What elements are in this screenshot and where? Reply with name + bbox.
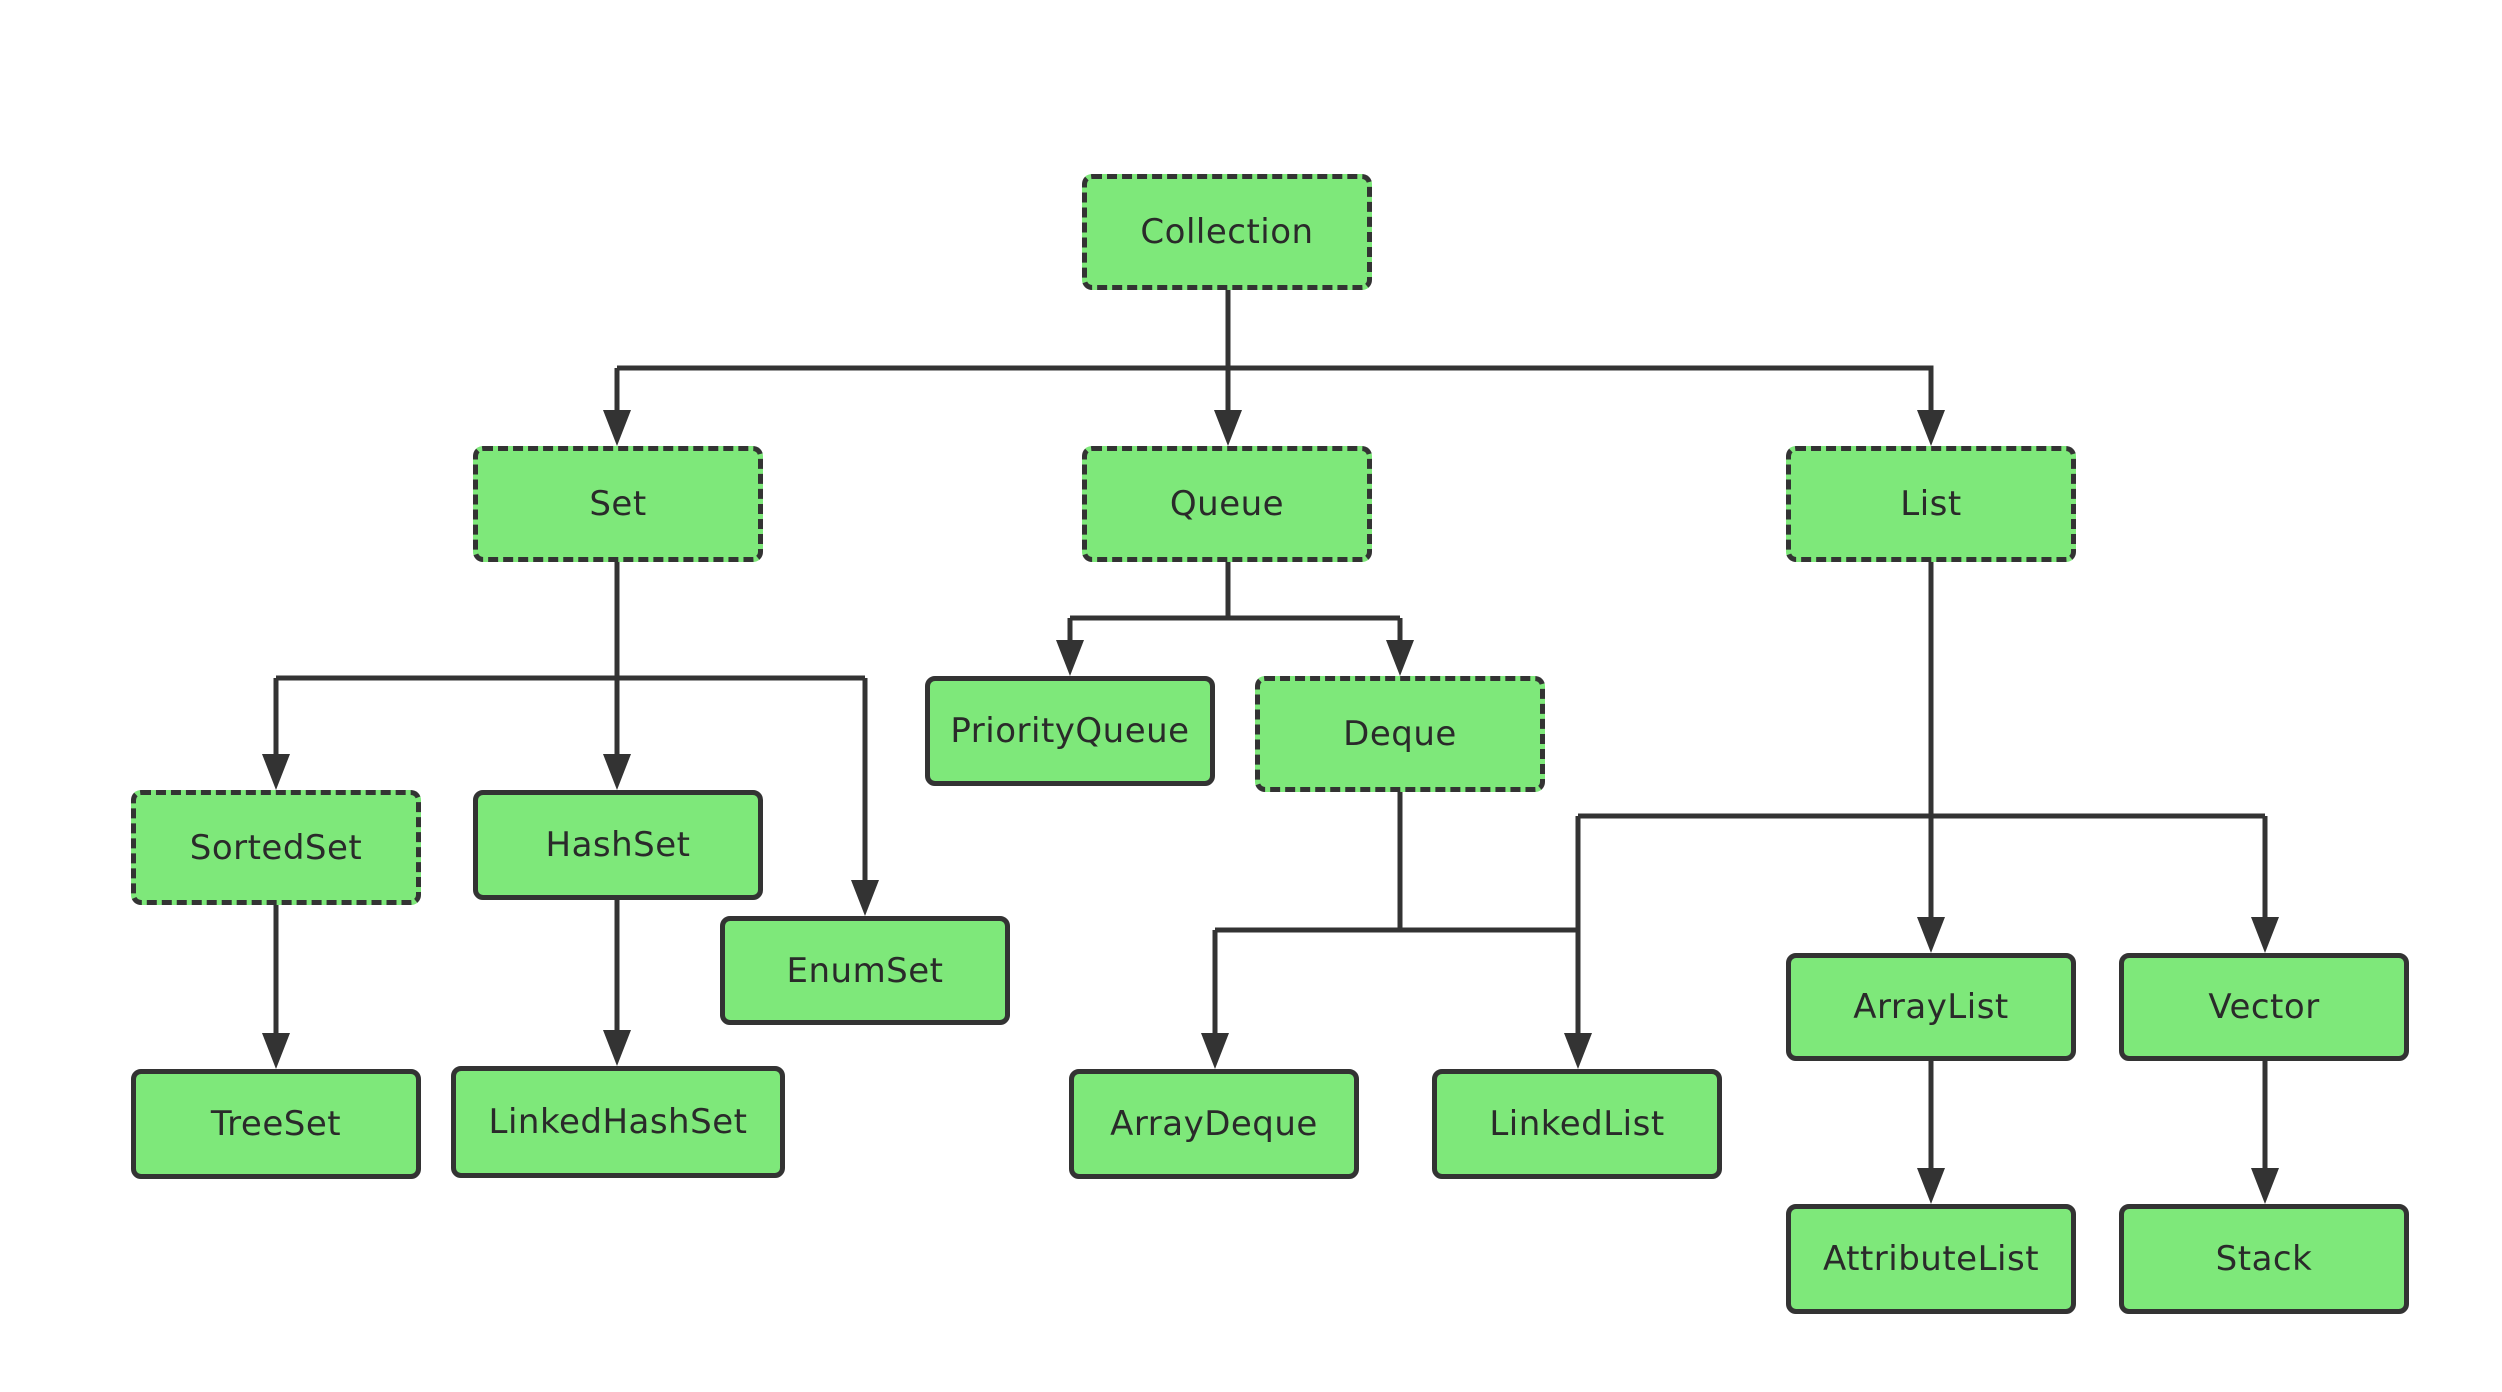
arrow-to-vector — [2251, 917, 2279, 953]
node-stack[interactable]: Stack — [2119, 1204, 2409, 1314]
arrow-to-set — [603, 410, 631, 446]
arrow-to-arraydeque — [1201, 1033, 1229, 1069]
node-deque[interactable]: Deque — [1255, 676, 1545, 792]
edge-set-children — [273, 562, 868, 893]
node-set[interactable]: Set — [473, 446, 763, 562]
node-enumset[interactable]: EnumSet — [720, 916, 1010, 1025]
node-priorityqueue[interactable]: PriorityQueue — [925, 676, 1215, 786]
node-queue[interactable]: Queue — [1082, 446, 1372, 562]
arrow-to-sortedset — [262, 754, 290, 790]
edge-queue-children — [1067, 562, 1403, 655]
arrow-to-hashset — [603, 754, 631, 790]
arrow-to-linkedlist — [1564, 1033, 1592, 1069]
node-linkedlist[interactable]: LinkedList — [1432, 1069, 1722, 1179]
arrow-to-stack — [2251, 1168, 2279, 1204]
node-arraydeque[interactable]: ArrayDeque — [1069, 1069, 1359, 1179]
arrow-to-treeset — [262, 1033, 290, 1069]
edge-deque-children — [1212, 792, 1578, 1045]
node-hashset[interactable]: HashSet — [473, 790, 763, 900]
edge-list-children — [1575, 562, 2268, 1045]
node-treeset[interactable]: TreeSet — [131, 1069, 421, 1179]
arrow-to-deque — [1386, 640, 1414, 676]
arrow-to-list — [1917, 410, 1945, 446]
node-collection[interactable]: Collection — [1082, 174, 1372, 290]
node-arraylist[interactable]: ArrayList — [1786, 953, 2076, 1061]
node-linkedhashset[interactable]: LinkedHashSet — [451, 1066, 785, 1178]
node-list[interactable]: List — [1786, 446, 2076, 562]
arrow-to-arraylist — [1917, 917, 1945, 953]
arrow-to-linkedhashset — [603, 1030, 631, 1066]
edge-collection-children — [614, 290, 1934, 425]
arrow-to-priorityqueue — [1056, 640, 1084, 676]
arrow-to-enumset — [851, 880, 879, 916]
node-vector[interactable]: Vector — [2119, 953, 2409, 1061]
arrow-to-attributelist — [1917, 1168, 1945, 1204]
node-attributelist[interactable]: AttributeList — [1786, 1204, 2076, 1314]
arrow-to-queue — [1214, 410, 1242, 446]
node-sortedset[interactable]: SortedSet — [131, 790, 421, 905]
